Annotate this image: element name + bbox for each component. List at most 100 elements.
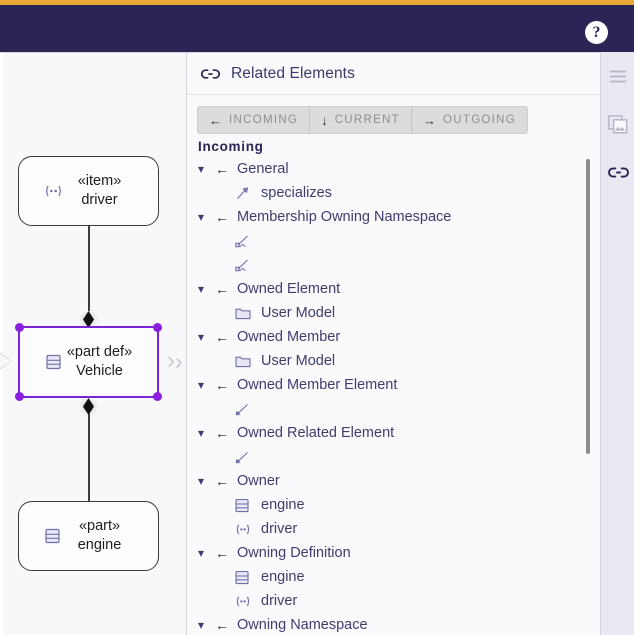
membership-line-icon: [235, 234, 261, 249]
tree-group-row[interactable]: ▾←Owner: [187, 469, 583, 493]
tree-item-label: driver: [261, 593, 298, 609]
diagram-node-vehicle[interactable]: «part def» Vehicle: [15, 323, 162, 401]
chevron-down-icon[interactable]: ▾: [198, 162, 205, 176]
app-header: ?: [0, 5, 634, 52]
arrow-left-icon: ←: [215, 545, 229, 561]
node-label: «part» engine: [19, 517, 158, 555]
tree-group-row[interactable]: ▾ ← Membership Owning Namespace: [187, 205, 583, 229]
related-elements-tree[interactable]: ▾ ← General specializes ▾ ← Membership Owning …: [187, 157, 583, 635]
accent-stripe: [0, 0, 634, 5]
tree-item-label: engine: [261, 569, 305, 585]
chevron-down-icon[interactable]: ▾: [198, 546, 205, 560]
arrow-left-icon: ←: [215, 161, 229, 177]
relation-line-icon: [235, 402, 261, 417]
chevron-down-icon[interactable]: ▾: [198, 210, 205, 224]
tree-group-row[interactable]: ▾←Owning Definition: [187, 541, 583, 565]
tab-current[interactable]: ↓ CURRENT: [310, 107, 413, 133]
tree-group-row[interactable]: ▾ ← Owned Related Element: [187, 421, 583, 445]
arrow-down-icon: ↓: [321, 112, 328, 128]
tree-item-row[interactable]: driver: [187, 589, 583, 613]
chevron-down-icon[interactable]: ▾: [198, 282, 205, 296]
diagram-canvas[interactable]: «item» driver «part def» Vehi: [0, 52, 186, 635]
chevron-down-icon[interactable]: ▾: [198, 618, 205, 632]
tab-current-label: CURRENT: [334, 114, 401, 126]
selection-handle-bottom-right[interactable]: [153, 392, 162, 401]
tree-group-label: General: [237, 161, 289, 177]
chevron-down-icon[interactable]: ▾: [198, 330, 205, 344]
tree-item-row[interactable]: engine: [187, 493, 583, 517]
tree-scrollbar-thumb[interactable]: [586, 159, 590, 454]
tree-item-row[interactable]: User Model: [187, 301, 583, 325]
tree-group-label: Owned Related Element: [237, 425, 395, 441]
tree-item-row[interactable]: specializes: [187, 181, 583, 205]
tab-outgoing-label: OUTGOING: [443, 114, 517, 126]
arrow-right-icon: →: [423, 112, 437, 128]
link-icon[interactable]: [601, 148, 634, 196]
tab-incoming-label: INCOMING: [229, 114, 299, 126]
arrow-left-icon: ←: [215, 209, 229, 225]
tree-item-label: User Model: [261, 305, 336, 321]
canvas-left-gutter: [0, 53, 3, 635]
part-usage-icon: [235, 498, 261, 513]
selection-handle-top-right[interactable]: [153, 323, 162, 332]
tree-group-label: Owner: [237, 473, 280, 489]
folder-icon: [235, 355, 261, 368]
diagram-node-driver[interactable]: «item» driver: [18, 156, 159, 226]
chevron-down-icon[interactable]: ▾: [198, 426, 205, 440]
image-layers-icon[interactable]: [601, 100, 634, 148]
tree-item-label: engine: [261, 497, 305, 513]
connector-vehicle-engine: [88, 413, 90, 501]
selection-handle-top-left[interactable]: [15, 323, 24, 332]
node-label: «item» driver: [19, 172, 158, 210]
tree-group-row[interactable]: ▾←Owning Namespace: [187, 613, 583, 635]
membership-line-icon: [235, 258, 261, 273]
part-definition-icon: [46, 354, 61, 370]
tab-outgoing[interactable]: → OUTGOING: [412, 107, 528, 133]
body-area: «item» driver «part def» Vehi: [0, 52, 634, 635]
arrow-left-icon: ←: [215, 617, 229, 633]
arrow-left-icon: ←: [215, 329, 229, 345]
node-name: Vehicle: [76, 363, 123, 379]
direction-segmented-control[interactable]: ← INCOMING ↓ CURRENT → OUTGOING: [197, 106, 529, 134]
part-usage-icon: [45, 528, 60, 544]
composition-diamond-icon: [83, 311, 94, 328]
chevron-down-icon[interactable]: ▾: [198, 474, 205, 488]
arrow-left-icon: ←: [215, 425, 229, 441]
link-icon: [201, 67, 220, 81]
tree-item-row[interactable]: [187, 445, 583, 469]
node-name: engine: [77, 537, 122, 553]
tree-item-row[interactable]: [187, 397, 583, 421]
tree-item-label: driver: [261, 521, 298, 537]
tree-group-label: Membership Owning Namespace: [237, 209, 452, 225]
hamburger-menu-icon[interactable]: [601, 52, 634, 100]
folder-icon: [235, 307, 261, 320]
tree-group-row[interactable]: ▾ ← Owned Member: [187, 325, 583, 349]
diagram-node-engine[interactable]: «part» engine: [18, 501, 159, 571]
node-label: «part def» Vehicle: [20, 343, 157, 381]
relation-handle-left-fill: [0, 353, 11, 369]
item-usage-icon: [45, 185, 62, 198]
tree-group-label: Owned Member: [237, 329, 341, 345]
tree-group-row[interactable]: ▾ ← Owned Element: [187, 277, 583, 301]
node-keyword: «part»: [78, 518, 121, 534]
tree-item-row[interactable]: driver: [187, 517, 583, 541]
relation-handle-right-icon[interactable]: ›: [167, 347, 175, 374]
tree-item-row[interactable]: [187, 229, 583, 253]
tree-group-row[interactable]: ▾←Owned Member Element: [187, 373, 583, 397]
help-circle-icon[interactable]: ?: [585, 21, 608, 44]
tree-item-row[interactable]: [187, 253, 583, 277]
tree-item-row[interactable]: engine: [187, 565, 583, 589]
chevron-down-icon[interactable]: ▾: [198, 378, 205, 392]
item-usage-icon: [235, 595, 261, 608]
arrow-left-icon: ←: [215, 281, 229, 297]
selection-handle-bottom-left[interactable]: [15, 392, 24, 401]
panel-title-bar: Related Elements: [187, 53, 600, 95]
pane-splitter-handle[interactable]: ›: [175, 348, 183, 374]
tab-incoming[interactable]: ← INCOMING: [198, 107, 311, 133]
tree-group-label: Owned Element: [237, 281, 341, 297]
arrow-left-icon: ←: [215, 377, 229, 393]
tree-item-row[interactable]: User Model: [187, 349, 583, 373]
tree-item-label: specializes: [261, 185, 332, 201]
tree-group-row[interactable]: ▾ ← General: [187, 157, 583, 181]
